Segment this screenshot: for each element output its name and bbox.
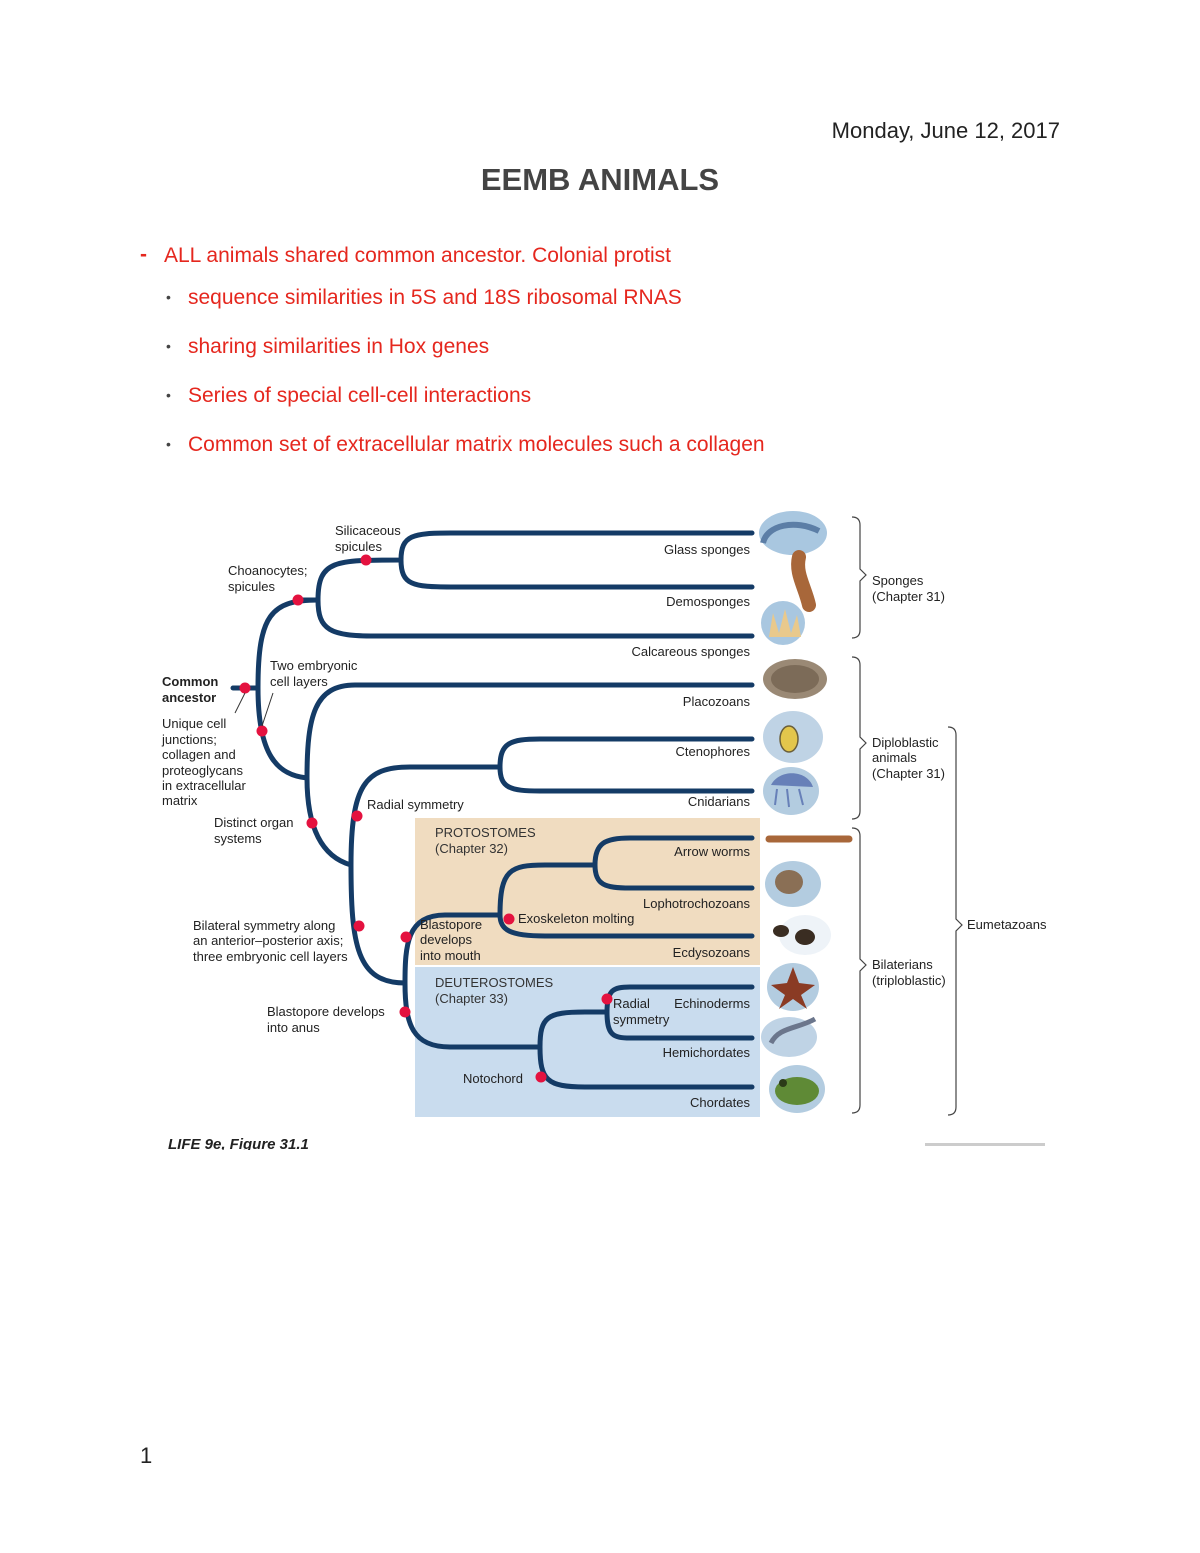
bullet-dot-icon: • [166, 436, 171, 452]
sub-bullet-text: sharing similarities in Hox genes [188, 335, 490, 358]
node-markers [239, 554, 613, 1083]
taxon-label: Echinoderms [674, 996, 750, 1011]
taxon-label: Calcareous sponges [631, 644, 750, 659]
bullet-dot-icon: • [166, 289, 171, 305]
organism-illustrations [759, 511, 853, 1113]
node-label: Blastopore develops [267, 1004, 385, 1019]
sub-bullet-text: Series of special cell-cell interactions [188, 384, 532, 407]
dash-icon: - [140, 243, 147, 266]
main-bullet: - ALL animals shared common ancestor. Co… [140, 243, 1100, 268]
node-label: in extracellular [162, 778, 246, 793]
taxon-label: Chordates [690, 1095, 750, 1110]
node-label: matrix [162, 793, 198, 808]
taxon-label: Ctenophores [676, 744, 751, 759]
node-label: systems [214, 831, 262, 846]
phylogeny-figure: Glass sponges Demosponges Calcareous spo… [161, 511, 1047, 1150]
group-label: (Chapter 32) [435, 841, 508, 856]
node-label: into mouth [420, 948, 481, 963]
sub-bullet: • Series of special cell-cell interaction… [140, 384, 1100, 433]
group-label: (Chapter 33) [435, 991, 508, 1006]
node-label-common-ancestor: Common [162, 674, 218, 689]
node-label: proteoglycans [162, 763, 243, 778]
node-label: Distinct organ [214, 815, 293, 830]
bracket-label: (triploblastic) [872, 973, 946, 988]
bracket-label: Bilaterians [872, 957, 933, 972]
taxon-label: Hemichordates [663, 1045, 751, 1060]
sub-bullet: • sequence similarities in 5S and 18S rib… [140, 286, 1100, 335]
node-label: collagen and [162, 747, 236, 762]
node-label: Choanocytes; [228, 563, 308, 578]
node-label: Bilateral symmetry along [193, 918, 335, 933]
node-label: Radial symmetry [367, 797, 464, 812]
node-label: into anus [267, 1020, 320, 1035]
node-label: Radial [613, 996, 650, 1011]
page-title: EEMB ANIMALS [480, 162, 720, 197]
notes-list: - ALL animals shared common ancestor. Co… [140, 243, 1100, 482]
taxon-label: Glass sponges [664, 542, 750, 557]
sub-bullet-text: sequence similarities in 5S and 18S ribo… [188, 286, 682, 309]
taxon-label: Ecdysozoans [673, 945, 751, 960]
taxon-label: Lophotrochozoans [643, 896, 750, 911]
pointer-lines [234, 692, 274, 727]
node-label: Unique cell [162, 716, 226, 731]
bullet-dot-icon: • [166, 338, 171, 354]
page-number: 1 [140, 1443, 153, 1468]
group-label: PROTOSTOMES [435, 825, 536, 840]
sub-bullet: • sharing similarities in Hox genes [140, 335, 1100, 384]
main-bullet-text: ALL animals shared common ancestor. Colo… [164, 244, 671, 267]
clade-brackets [851, 516, 963, 1116]
taxon-label: Cnidarians [688, 794, 751, 809]
node-label: Notochord [463, 1071, 523, 1086]
bracket-label: Diploblastic [872, 735, 939, 750]
node-label: three embryonic cell layers [193, 949, 348, 964]
sub-bullet-text: Common set of extracellular matrix molec… [188, 433, 765, 456]
node-label: an anterior–posterior axis; [193, 933, 343, 948]
node-label: cell layers [270, 674, 328, 689]
node-label: Two embryonic [270, 658, 358, 673]
bracket-label: Sponges [872, 573, 924, 588]
deuterostome-box [415, 967, 760, 1117]
taxon-label: Demosponges [666, 594, 750, 609]
taxon-label: Placozoans [683, 694, 751, 709]
node-label-common-ancestor: ancestor [162, 690, 216, 705]
bracket-label: Eumetazoans [967, 917, 1047, 932]
node-label: Blastopore [420, 917, 482, 932]
node-label: Silicaceous [335, 523, 401, 538]
bracket-label: animals [872, 750, 917, 765]
node-label: Exoskeleton molting [518, 911, 634, 926]
taxon-label: Arrow worms [674, 844, 750, 859]
bullet-dot-icon: • [166, 387, 171, 403]
group-label: DEUTEROSTOMES [435, 975, 554, 990]
tree-branches [230, 530, 755, 1090]
figure-caption: LIFE 9e, Figure 31.1 [168, 1136, 309, 1150]
node-label: spicules [335, 539, 382, 554]
sub-bullet: • Common set of extracellular matrix mole… [140, 433, 1100, 482]
protostome-box [415, 818, 760, 965]
node-label: symmetry [613, 1012, 670, 1027]
node-label: spicules [228, 579, 275, 594]
node-label: develops [420, 932, 473, 947]
node-label: junctions; [161, 732, 217, 747]
bracket-label: (Chapter 31) [872, 589, 945, 604]
bracket-label: (Chapter 31) [872, 766, 945, 781]
page-date: Monday, June 12, 2017 [831, 118, 1060, 143]
